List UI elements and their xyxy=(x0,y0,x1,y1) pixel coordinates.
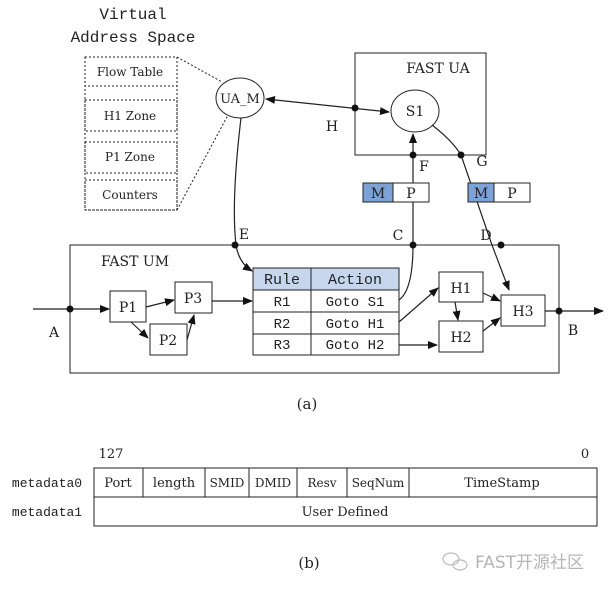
vas-connector-top xyxy=(176,56,223,83)
h3-box xyxy=(500,294,546,327)
ua-m-label: UA_M xyxy=(220,92,260,107)
caption-a: (a) xyxy=(297,395,318,413)
field-timestamp: TimeStamp xyxy=(464,476,539,491)
field-seqnum: SeqNum xyxy=(352,476,405,490)
point-h-dot xyxy=(351,104,359,112)
h1-box xyxy=(438,271,484,303)
edge-h1-h2 xyxy=(452,301,461,321)
point-b-label: B xyxy=(568,323,578,339)
metadata-layout: 127 0 metadata0 metadata1 Port length SM… xyxy=(12,447,598,527)
metadata-packet-left: M P xyxy=(362,182,430,203)
rule-action-table: Rule Action R1 Goto S1 R2 Goto H1 R3 Got… xyxy=(252,267,400,356)
point-c-label: C xyxy=(393,228,404,244)
virtual-address-space: Virtual Address Space Flow Table H1 Zone… xyxy=(71,6,229,211)
bit-low-label: 0 xyxy=(581,447,589,462)
table-header-rule: Rule xyxy=(264,272,300,289)
edge-h1-h3 xyxy=(482,292,501,302)
p3-label: P3 xyxy=(184,291,202,307)
edge-h-arrow xyxy=(265,95,390,116)
point-a-label: A xyxy=(48,325,60,341)
point-e-label: E xyxy=(239,227,249,243)
point-c-dot xyxy=(409,241,417,249)
edge-h2-h3 xyxy=(482,317,501,332)
p1-label: P1 xyxy=(119,300,137,316)
edge-r2-h1 xyxy=(398,287,439,323)
fast-ua-title: FAST UA xyxy=(406,61,470,77)
watermark-text: FAST开源社区 xyxy=(475,553,584,573)
packet-segment-label: P xyxy=(406,186,415,202)
p2-box xyxy=(149,323,188,356)
point-h-label: H xyxy=(326,119,338,135)
point-e-dot xyxy=(231,241,239,249)
fast-um-title: FAST UM xyxy=(101,254,169,270)
packet-segment xyxy=(392,182,430,203)
h2-box xyxy=(438,320,484,353)
vas-zone-label: Counters xyxy=(102,188,158,202)
ua-m-ellipse xyxy=(215,77,265,119)
vas-zone-label: P1 Zone xyxy=(105,150,155,164)
table-cell-rule: R3 xyxy=(274,338,291,354)
point-d-dot xyxy=(497,241,505,249)
field-resv: Resv xyxy=(307,476,336,490)
edge-c-f-path xyxy=(398,133,417,301)
p2-label: P2 xyxy=(159,333,177,349)
vas-connector-bottom xyxy=(176,114,229,211)
s1-ellipse xyxy=(390,89,440,133)
vas-zone-label: H1 Zone xyxy=(104,109,156,123)
h3-label: H3 xyxy=(512,304,533,320)
packet-segment-label: P xyxy=(507,186,516,202)
field-dmid: DMID xyxy=(255,476,291,490)
vas-zone-flow-table xyxy=(84,56,178,87)
bit-high-label: 127 xyxy=(99,447,124,462)
edge-p2-p3 xyxy=(186,314,196,341)
p3-box xyxy=(174,281,213,314)
point-f-dot xyxy=(409,151,417,159)
watermark: FAST开源社区 xyxy=(442,552,584,573)
table-cell-rule: R1 xyxy=(274,295,291,311)
table-header-action: Action xyxy=(328,272,382,289)
field-smid: SMID xyxy=(210,476,245,490)
vas-title-line2: Address Space xyxy=(71,29,196,47)
metadata-packet-right: M P xyxy=(467,182,531,203)
table-cell-action: Goto H1 xyxy=(326,317,385,333)
point-g-dot xyxy=(457,151,465,159)
point-f-label: F xyxy=(419,159,429,175)
edge-p1-p3 xyxy=(145,298,175,308)
vas-zone-p1 xyxy=(84,141,178,174)
table-cell-action: Goto H2 xyxy=(326,338,385,354)
h2-label: H2 xyxy=(450,330,471,346)
wechat-icon xyxy=(442,552,468,571)
h1-label: H1 xyxy=(450,281,471,297)
vas-zone-h1 xyxy=(84,99,178,132)
metadata-segment-label: M xyxy=(371,186,385,202)
point-g-label: G xyxy=(476,154,487,170)
packet-segment xyxy=(493,182,531,203)
field-length: length xyxy=(153,476,196,491)
metadata-segment-label: M xyxy=(474,186,488,202)
p1-box xyxy=(109,290,147,323)
ua-m-node: UA_M xyxy=(215,77,265,119)
table-cell-action: Goto S1 xyxy=(326,295,385,311)
metadata0-label: metadata0 xyxy=(12,476,82,491)
fast-ua-box: FAST UA S1 xyxy=(354,52,487,156)
edge-e-curve xyxy=(233,117,253,272)
point-d-label: D xyxy=(480,228,491,244)
point-b-dot xyxy=(555,307,563,315)
field-port: Port xyxy=(104,476,132,491)
table-cell-rule: R2 xyxy=(274,317,291,333)
point-a-dot xyxy=(66,305,74,313)
field-user-defined: User Defined xyxy=(302,505,389,520)
edge-p1-p2 xyxy=(130,321,149,339)
vas-zone-label: Flow Table xyxy=(97,65,163,79)
s1-label: S1 xyxy=(406,104,425,120)
vas-title-line1: Virtual xyxy=(99,6,166,24)
edge-g-d-path xyxy=(431,124,510,291)
metadata1-label: metadata1 xyxy=(12,505,82,520)
caption-b: (b) xyxy=(298,554,319,572)
vas-zone-counters xyxy=(84,179,178,211)
